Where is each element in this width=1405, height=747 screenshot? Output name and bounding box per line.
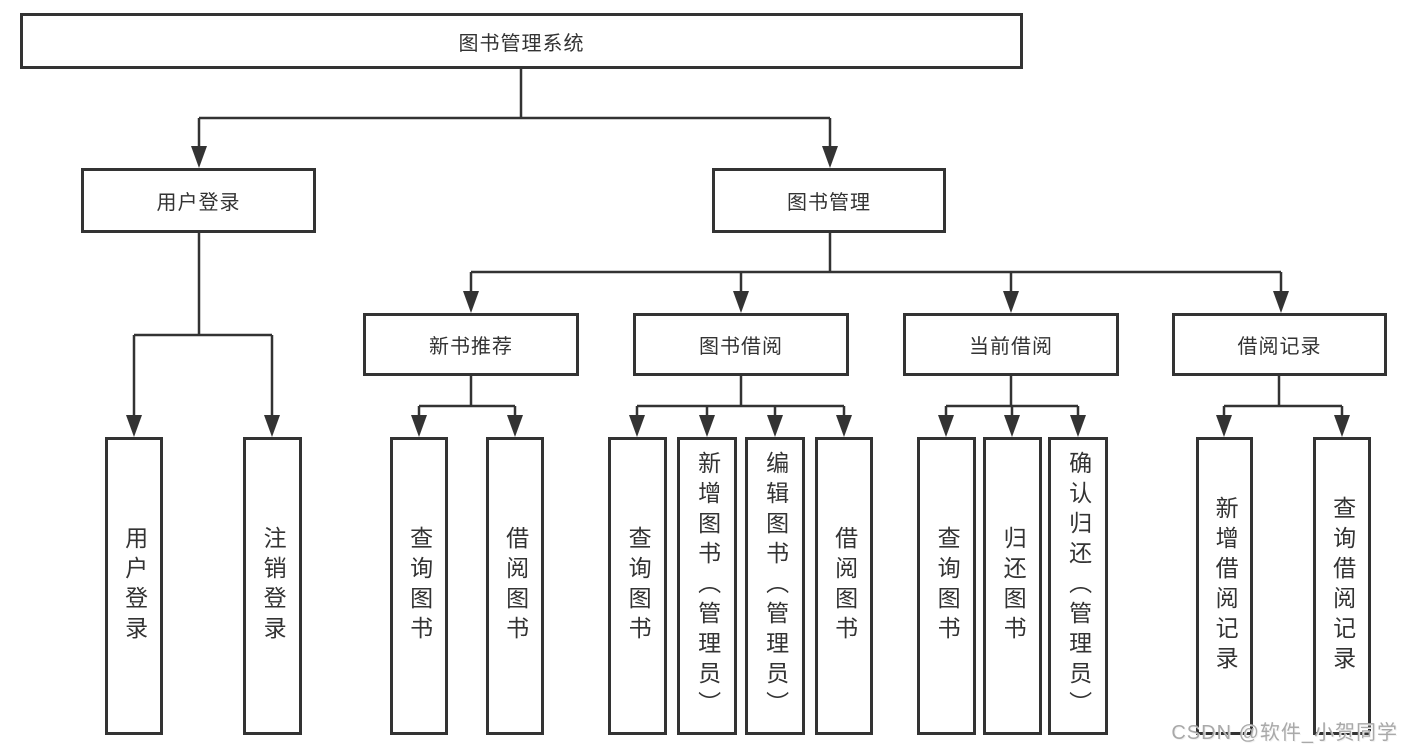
leaf-current-query-books: 查询图书 — [917, 437, 976, 735]
leaf-borrowing-edit-books-admin: 编辑图书（管理员） — [745, 437, 805, 735]
node-label: 归还图书 — [1000, 526, 1027, 646]
node-label: 新书推荐 — [429, 336, 513, 358]
node-label: 确认归还（管理员） — [1065, 451, 1092, 721]
node-user-login: 用户登录 — [81, 168, 316, 233]
leaf-borrowing-query-books: 查询图书 — [608, 437, 667, 735]
node-borrowing-records: 借阅记录 — [1172, 313, 1387, 376]
edge-userlogin-to-children — [132, 233, 274, 425]
node-label: 借阅记录 — [1237, 336, 1322, 358]
node-label: 查询图书 — [625, 526, 652, 646]
node-label: 编辑图书（管理员） — [762, 451, 789, 721]
edge-root-to-level2 — [197, 67, 832, 156]
csdn-watermark: CSDN @软件_小贺同学 — [1171, 722, 1398, 744]
node-new-book-recommend: 新书推荐 — [363, 313, 579, 376]
node-label: 图书借阅 — [699, 336, 783, 358]
leaf-newbook-borrow-books: 借阅图书 — [486, 437, 544, 735]
node-label: 新增借阅记录 — [1212, 496, 1239, 676]
node-label: 查询图书 — [406, 526, 433, 646]
leaf-newbook-query-books: 查询图书 — [390, 437, 448, 735]
node-label: 图书管理 — [787, 192, 871, 214]
edge-bookborrow-to-children — [635, 376, 846, 425]
leaf-records-query-record: 查询借阅记录 — [1313, 437, 1371, 735]
leaf-records-add-record: 新增借阅记录 — [1196, 437, 1253, 735]
leaf-current-return-books: 归还图书 — [983, 437, 1042, 735]
node-book-borrowing: 图书借阅 — [633, 313, 849, 376]
edge-borrowrecord-to-children — [1222, 376, 1344, 425]
leaf-logout: 注销登录 — [243, 437, 302, 735]
node-label: 查询借阅记录 — [1329, 496, 1356, 676]
node-label: 借阅图书 — [831, 526, 858, 646]
node-label: 用户登录 — [121, 526, 148, 646]
edge-newbook-to-children — [417, 376, 517, 425]
leaf-current-confirm-return-admin: 确认归还（管理员） — [1048, 437, 1108, 735]
node-label: 借阅图书 — [502, 526, 529, 646]
node-label: 新增图书（管理员） — [694, 451, 721, 721]
node-label: 图书管理系统 — [458, 32, 585, 55]
node-current-borrowing: 当前借阅 — [903, 313, 1119, 376]
node-root: 图书管理系统 — [20, 13, 1023, 69]
arrowheads — [126, 146, 1350, 437]
node-label: 注销登录 — [260, 526, 287, 646]
leaf-borrowing-add-books-admin: 新增图书（管理员） — [677, 437, 737, 735]
node-label: 用户登录 — [156, 192, 241, 214]
node-book-management: 图书管理 — [712, 168, 946, 233]
node-label: 查询图书 — [934, 526, 961, 646]
node-label: 当前借阅 — [969, 336, 1053, 358]
edge-bookmgmt-to-level3 — [469, 233, 1283, 301]
leaf-borrowing-borrow-books: 借阅图书 — [815, 437, 873, 735]
leaf-user-login: 用户登录 — [105, 437, 163, 735]
